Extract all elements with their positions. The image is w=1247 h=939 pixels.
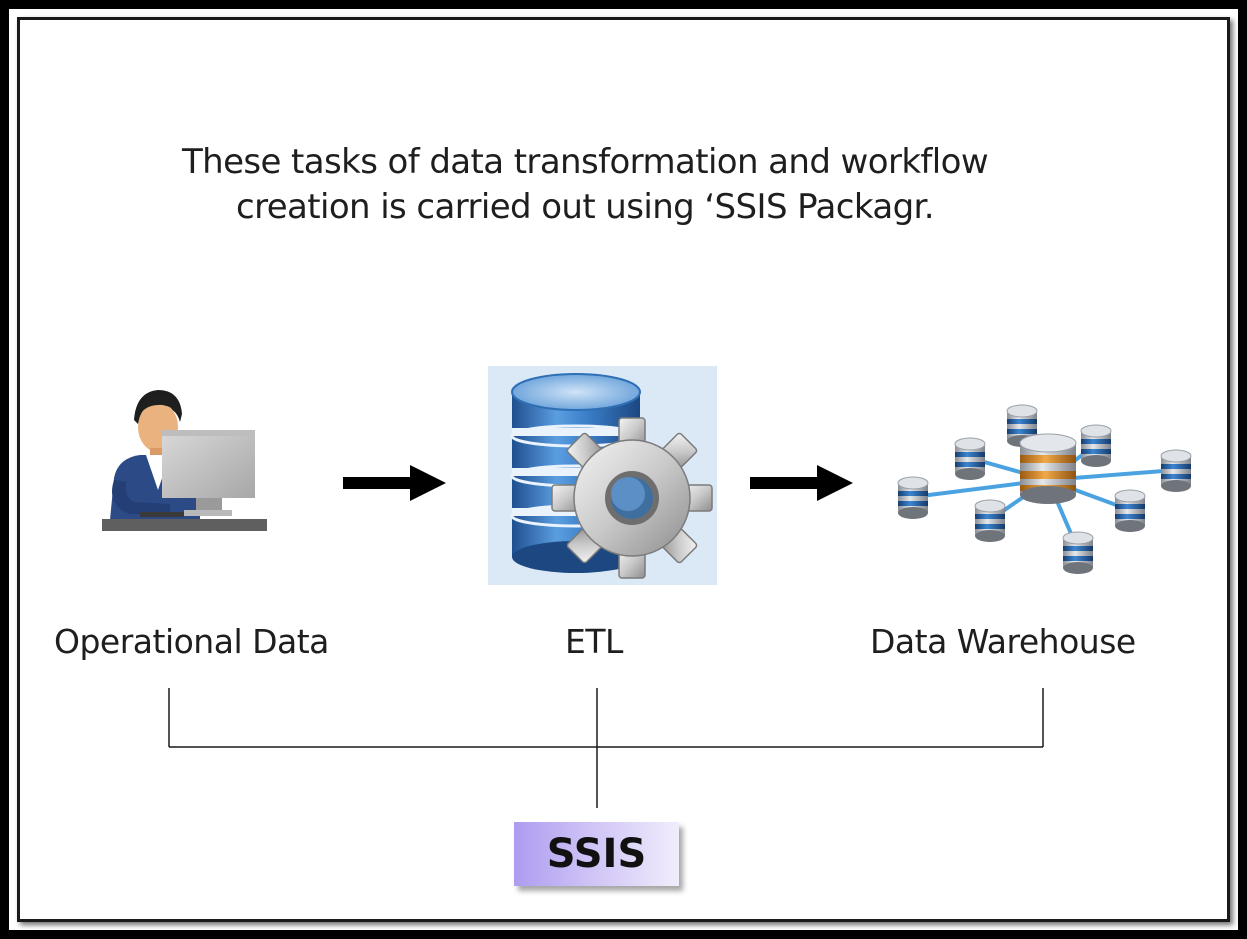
etl-label: ETL — [565, 622, 623, 661]
database-network-icon — [897, 404, 1192, 575]
heading-line-2: creation is carried out using ‘SSIS Pack… — [235, 187, 935, 227]
bracket-connector — [168, 688, 1044, 808]
database-gear-icon — [488, 366, 717, 585]
diagram-heading: These tasks of data transformation and w… — [130, 140, 1040, 230]
data-warehouse-label: Data Warehouse — [870, 622, 1136, 661]
arrow-right-icon — [343, 465, 446, 501]
ssis-box: SSIS — [514, 822, 679, 886]
heading-line-1: These tasks of data transformation and w… — [181, 142, 989, 182]
person-at-computer-icon — [102, 390, 267, 531]
arrow-right-icon — [750, 465, 853, 501]
operational-data-label: Operational Data — [54, 622, 329, 661]
